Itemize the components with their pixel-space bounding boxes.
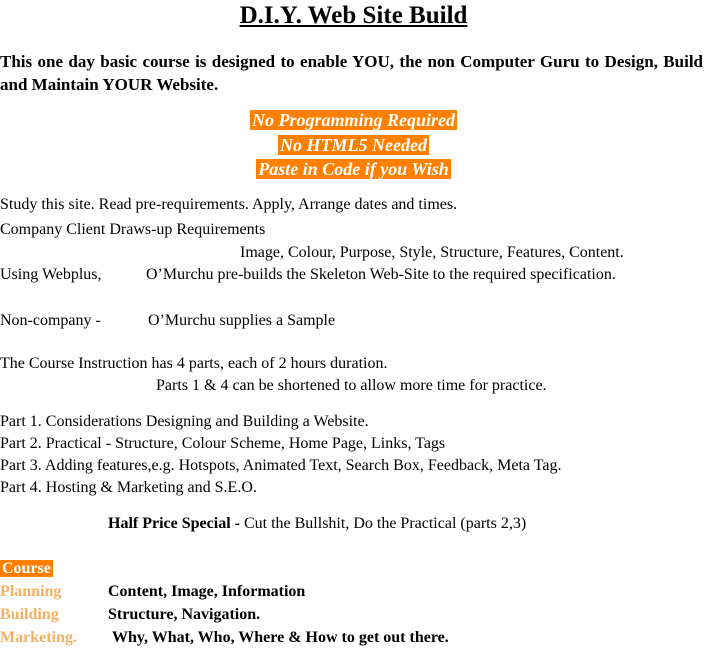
- supplies-sample-line: O’Murchu supplies a Sample: [148, 312, 336, 329]
- highlight-no-programming: No Programming Required: [249, 110, 458, 130]
- course-desc-planning: Content, Image, Information: [108, 583, 306, 600]
- course-desc-marketing: Why, What, Who, Where & How to get out t…: [112, 629, 449, 646]
- non-company-label: Non-company -: [0, 312, 101, 329]
- special-text: Cut the Bullshit, Do the Practical (part…: [239, 515, 527, 532]
- part-4-line: Part 4. Hosting & Marketing and S.E.O.: [0, 479, 257, 496]
- study-line: Study this site. Read pre-requirements. …: [0, 196, 458, 213]
- course-term-marketing: Marketing.: [0, 629, 77, 646]
- prebuilds-line: O’Murchu pre-builds the Skeleton Web-Sit…: [146, 266, 616, 283]
- course-term-planning: Planning: [0, 583, 62, 600]
- highlight-no-html5: No HTML5 Needed: [278, 135, 429, 155]
- company-client-line: Company Client Draws-up Requirements: [0, 221, 266, 238]
- highlight-paste-code: Paste in Code if you Wish: [256, 159, 451, 179]
- requirements-line: Image, Colour, Purpose, Style, Structure…: [240, 244, 624, 261]
- parts-shortened-line: Parts 1 & 4 can be shortened to allow mo…: [156, 377, 547, 394]
- highlight-row: No Programming Required: [0, 110, 707, 131]
- page-title: D.I.Y. Web Site Build: [239, 2, 468, 29]
- using-webplus-label: Using Webplus,: [0, 266, 102, 283]
- course-instruction-line: The Course Instruction has 4 parts, each…: [0, 355, 388, 372]
- part-3-line: Part 3. Adding features,e.g. Hotspots, A…: [0, 457, 562, 474]
- half-price-special: Half Price Special - Cut the Bullshit, D…: [108, 514, 526, 534]
- special-label: Half Price Special -: [108, 515, 240, 532]
- course-heading-label: Course: [0, 560, 53, 577]
- highlight-row: No HTML5 Needed: [0, 135, 707, 156]
- course-desc-building: Structure, Navigation.: [108, 606, 261, 623]
- highlight-row: Paste in Code if you Wish: [0, 159, 707, 180]
- part-1-line: Part 1. Considerations Designing and Bui…: [0, 413, 369, 430]
- intro-paragraph: This one day basic course is designed to…: [0, 52, 703, 94]
- part-2-line: Part 2. Practical - Structure, Colour Sc…: [0, 435, 446, 452]
- course-term-building: Building: [0, 606, 59, 623]
- course-heading: Course: [0, 560, 53, 578]
